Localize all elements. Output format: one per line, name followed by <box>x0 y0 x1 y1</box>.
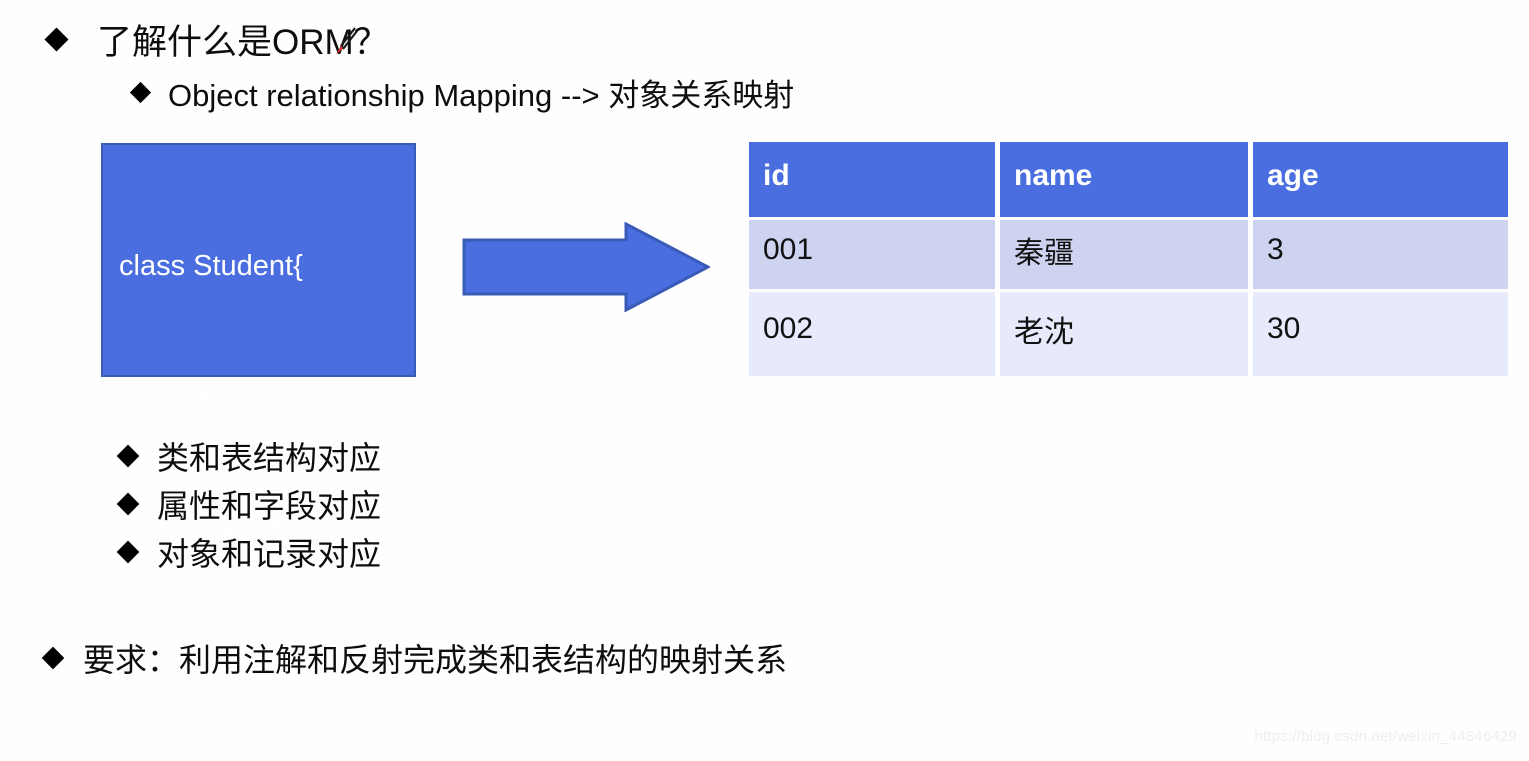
table-cell-name: 老沈 <box>1000 292 1253 376</box>
table-row: 002 老沈 30 <box>749 292 1508 376</box>
table-column-header-name: name <box>1000 142 1253 220</box>
diamond-bullet-icon <box>41 646 65 670</box>
page-subtitle: Object relationship Mapping --> 对象关系映射 <box>168 78 795 113</box>
table-column-header-age: age <box>1253 142 1508 220</box>
table-cell-id: 001 <box>749 220 1000 292</box>
diamond-bullet-icon <box>116 492 140 516</box>
watermark-url: https://blog.csdn.net/weixin_44846429 <box>1254 728 1517 745</box>
code-line: int id; <box>159 379 229 411</box>
list-item: 属性和字段对应 <box>116 480 382 528</box>
list-item-label: 对象和记录对应 <box>157 536 382 572</box>
subtitle-bullet-row: Object relationship Mapping --> 对象关系映射 <box>129 70 795 115</box>
page-title: 了解什么是ORM？ <box>97 23 389 62</box>
diamond-bullet-icon <box>129 81 152 104</box>
requirement-text: 要求：利用注解和反射完成类和表结构的映射关系 <box>83 642 788 678</box>
mapping-points-list: 类和表结构对应 属性和字段对应 对象和记录对应 <box>116 432 382 576</box>
right-arrow-icon <box>462 222 710 312</box>
diamond-bullet-icon <box>116 540 140 564</box>
table-header-row: id name age <box>749 142 1508 220</box>
table-cell-age: 3 <box>1253 220 1508 292</box>
diamond-bullet-icon <box>116 444 140 468</box>
code-lines: class Student{ int id; String name; int … <box>103 145 414 761</box>
java-class-code-box: class Student{ int id; String name; int … <box>101 143 416 669</box>
student-table: id name age 001 秦疆 3 002 老沈 30 <box>749 142 1508 376</box>
list-item: 对象和记录对应 <box>116 528 382 576</box>
table-cell-name: 秦疆 <box>1000 220 1253 292</box>
table-column-header-id: id <box>749 142 1000 220</box>
requirement-row: 要求：利用注解和反射完成类和表结构的映射关系 <box>41 635 788 681</box>
diamond-bullet-icon <box>44 27 69 52</box>
list-item-label: 类和表结构对应 <box>157 440 382 476</box>
table-cell-id: 002 <box>749 292 1000 376</box>
title-bullet-row: 了解什么是ORM？ <box>44 14 389 65</box>
table-cell-age: 30 <box>1253 292 1508 376</box>
code-line: int age; <box>159 637 255 669</box>
table-row: 001 秦疆 3 <box>749 220 1508 292</box>
list-item: 类和表结构对应 <box>116 432 382 480</box>
code-line: String name; <box>159 508 324 540</box>
list-item-label: 属性和字段对应 <box>157 488 382 524</box>
code-line: class Student{ <box>119 250 303 282</box>
